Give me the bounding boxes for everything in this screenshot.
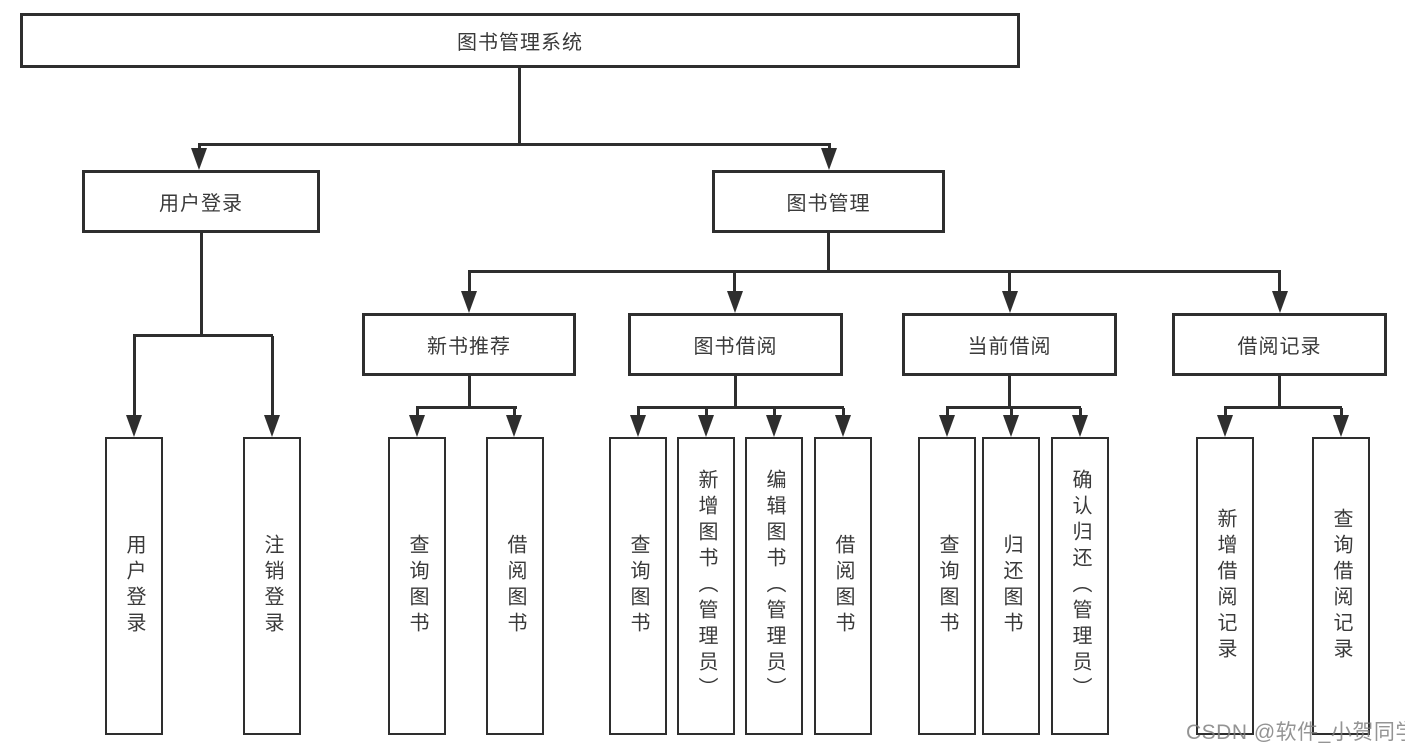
arrowhead [1272, 291, 1288, 313]
leaf-query-books-recommend-label: 查询图书 [406, 534, 428, 638]
connector-line [733, 272, 736, 296]
leaf-add-book-admin: 新增图书（管理员） [677, 437, 735, 735]
leaf-borrow-books-recommend: 借阅图书 [486, 437, 544, 735]
connector-line [1224, 406, 1342, 409]
node-book-borrow: 图书借阅 [628, 313, 843, 376]
connector-line [1008, 272, 1011, 296]
node-new-books: 新书推荐 [362, 313, 576, 376]
leaf-borrow-books-recommend-label: 借阅图书 [504, 534, 526, 638]
node-user-login-label: 用户登录 [159, 193, 243, 215]
arrowhead [506, 415, 522, 437]
arrowhead [1003, 415, 1019, 437]
leaf-query-books-current-label: 查询图书 [936, 534, 958, 638]
node-borrow-records: 借阅记录 [1172, 313, 1387, 376]
connector-line [518, 68, 521, 146]
leaf-return-book-label: 归还图书 [1000, 534, 1022, 638]
arrowhead [727, 291, 743, 313]
connector-line [271, 336, 274, 419]
leaf-query-books-current: 查询图书 [918, 437, 976, 735]
arrowhead [698, 415, 714, 437]
arrowhead [1072, 415, 1088, 437]
connector-line [416, 406, 517, 409]
csdn-watermark: CSDN @软件_小贺同学 [1186, 721, 1405, 744]
node-current-borrow: 当前借阅 [902, 313, 1117, 376]
leaf-query-borrow-record-label: 查询借阅记录 [1330, 508, 1352, 664]
connector-line [1010, 408, 1013, 420]
node-borrow-records-label: 借阅记录 [1237, 336, 1322, 358]
leaf-add-borrow-record: 新增借阅记录 [1196, 437, 1254, 735]
leaf-borrow-books-label: 借阅图书 [832, 534, 854, 638]
leaf-query-books-recommend: 查询图书 [388, 437, 446, 735]
leaf-confirm-return-admin: 确认归还（管理员） [1051, 437, 1109, 735]
connector-line [133, 336, 136, 419]
connector-line [468, 375, 471, 409]
connector-line [734, 375, 737, 409]
connector-line [827, 232, 830, 272]
connector-line [773, 408, 776, 420]
arrowhead [630, 415, 646, 437]
connector-line [468, 270, 1281, 273]
node-new-books-label: 新书推荐 [427, 336, 511, 358]
connector-line [946, 408, 949, 420]
node-root: 图书管理系统 [20, 13, 1020, 68]
leaf-add-book-admin-label: 新增图书（管理员） [695, 469, 717, 703]
arrowhead [1333, 415, 1349, 437]
connector-line [198, 143, 831, 146]
arrowhead [461, 291, 477, 313]
leaf-logout: 注销登录 [243, 437, 301, 735]
connector-line [468, 272, 471, 296]
leaf-confirm-return-admin-label: 确认归还（管理员） [1069, 469, 1091, 703]
arrowhead [766, 415, 782, 437]
leaf-borrow-books: 借阅图书 [814, 437, 872, 735]
leaf-query-books-borrow-label: 查询图书 [627, 534, 649, 638]
connector-line [1079, 408, 1082, 420]
connector-line [1340, 408, 1343, 420]
arrowhead [939, 415, 955, 437]
node-book-borrow-label: 图书借阅 [693, 336, 778, 358]
arrowhead [821, 148, 837, 170]
arrowhead [1002, 291, 1018, 313]
leaf-edit-book-admin-label: 编辑图书（管理员） [763, 469, 785, 703]
leaf-user-login: 用户登录 [105, 437, 163, 735]
leaf-user-login-label: 用户登录 [123, 534, 145, 638]
connector-line [1008, 375, 1011, 409]
node-user-login: 用户登录 [82, 170, 320, 233]
arrowhead [126, 415, 142, 437]
connector-line [416, 408, 419, 420]
connector-line [1224, 408, 1227, 420]
node-current-borrow-label: 当前借阅 [967, 336, 1052, 358]
leaf-return-book: 归还图书 [982, 437, 1040, 735]
arrowhead [191, 148, 207, 170]
connector-line [133, 334, 273, 337]
leaf-query-books-borrow: 查询图书 [609, 437, 667, 735]
leaf-edit-book-admin: 编辑图书（管理员） [745, 437, 803, 735]
node-root-label: 图书管理系统 [457, 32, 583, 54]
leaf-logout-label: 注销登录 [261, 534, 283, 638]
connector-line [705, 408, 708, 420]
connector-line [200, 232, 203, 336]
connector-line [1278, 272, 1281, 296]
connector-line [1278, 375, 1281, 409]
connector-line [842, 408, 845, 420]
connector-line [946, 406, 1081, 409]
connector-line [637, 406, 844, 409]
arrowhead [264, 415, 280, 437]
connector-line [637, 408, 640, 420]
arrowhead [1217, 415, 1233, 437]
arrowhead [835, 415, 851, 437]
leaf-query-borrow-record: 查询借阅记录 [1312, 437, 1370, 735]
node-book-mgmt: 图书管理 [712, 170, 945, 233]
node-book-mgmt-label: 图书管理 [786, 193, 871, 215]
leaf-add-borrow-record-label: 新增借阅记录 [1214, 508, 1236, 664]
connector-line [513, 408, 516, 420]
arrowhead [409, 415, 425, 437]
